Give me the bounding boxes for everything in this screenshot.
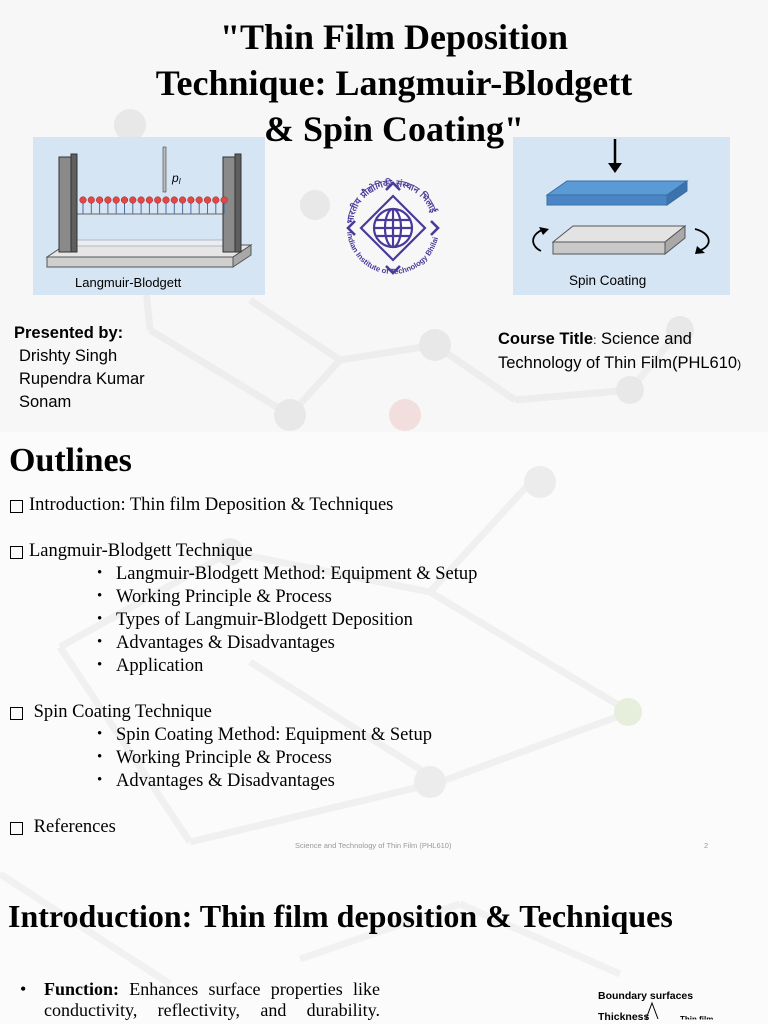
outline-subitem: Langmuir-Blodgett Method: Equipment & Se… — [97, 562, 710, 586]
function-text: Function: Enhances surface properties li… — [44, 979, 380, 1021]
molecule-head — [145, 196, 153, 204]
bullet-dot: • — [20, 979, 27, 999]
molecule-watermark — [114, 109, 694, 431]
outline-subitems: Spin Coating Method: Equipment & Setup W… — [10, 723, 710, 793]
outline-item: Langmuir-Blodgett Technique — [10, 540, 710, 563]
molecule-head — [120, 196, 129, 204]
title-line-1: "Thin Film Deposition — [219, 17, 569, 57]
function-bullet: • Function: Enhances surface properties … — [20, 979, 380, 1021]
molecule-head — [220, 196, 228, 204]
lb-figure-caption: Langmuir-Blodgett — [75, 275, 182, 290]
outline-subitem: Advantages & Disadvantages — [97, 631, 710, 655]
molecule-watermark — [0, 871, 622, 987]
outline-subitem: Working Principle & Process — [97, 746, 710, 770]
surface-pressure-label: pl — [171, 171, 181, 186]
presenter-name: Drishty Singh — [19, 347, 118, 365]
course-title-value: Science and Technology of Thin Film(PHL6… — [498, 330, 738, 372]
checkbox-bullet-icon — [10, 499, 23, 513]
molecule-head — [104, 196, 112, 204]
molecule-head — [187, 196, 195, 204]
checkbox-bullet-icon — [10, 821, 23, 835]
figure-label-thin-film: Thin film — [680, 1015, 714, 1024]
molecule-head — [137, 196, 145, 204]
molecule-head — [170, 196, 178, 204]
outline-slide: Outlines Introduction: Thin film Deposit… — [0, 432, 768, 864]
outlines-heading: Outlines — [9, 442, 132, 479]
spin-figure-caption: Spin Coating — [569, 273, 646, 288]
langmuir-blodgett-figure: pl Langmuir-Blodgett — [33, 137, 265, 295]
figure-label-boundary: Boundary surfaces — [598, 990, 694, 1002]
outline-item-label: Spin Coating Technique — [29, 702, 212, 722]
slide-title: "Thin Film Deposition Technique: Langmui… — [60, 14, 728, 152]
outline-item-label: Langmuir-Blodgett Technique — [29, 541, 253, 561]
molecule-head — [162, 196, 170, 204]
molecule-head — [154, 196, 162, 204]
checkbox-bullet-icon — [10, 545, 23, 559]
outline-item: References — [10, 816, 710, 839]
presenter-name: Rupendra Kumar — [19, 370, 145, 388]
molecule-head — [195, 196, 203, 204]
outline-subitem: Spin Coating Method: Equipment & Setup — [97, 723, 710, 747]
presenter-name: Sonam — [19, 393, 72, 411]
outline-subitems: Langmuir-Blodgett Method: Equipment & Se… — [10, 562, 710, 678]
function-label: Function: — [44, 979, 120, 999]
course-title-separator: : — [593, 333, 597, 347]
molecule-head — [87, 196, 95, 204]
slide-footer: Science and Technology of Thin Film (PHL… — [295, 841, 452, 850]
molecule-head — [96, 196, 104, 204]
course-title-close: ) — [737, 357, 742, 371]
iit-bhilai-logo: भारतीय प्रौद्योगिकी संस्थान भिलाई Indian… — [335, 168, 451, 286]
introduction-heading: Introduction: Thin film deposition & Tec… — [8, 898, 673, 934]
outline-subitem: Types of Langmuir-Blodgett Deposition — [97, 608, 710, 632]
outline-item-label: Introduction: Thin film Deposition & Tec… — [29, 495, 394, 515]
outline-subitem: Working Principle & Process — [97, 585, 710, 609]
figure-label-thickness: Thickness — [598, 1011, 650, 1023]
course-title-block: Course Title: Science and Technology of … — [498, 328, 760, 376]
molecule-head — [129, 196, 137, 204]
outline-item: Spin Coating Technique — [10, 701, 710, 724]
molecule-head — [79, 196, 87, 204]
spin-coating-figure: Spin Coating — [513, 137, 730, 295]
title-line-3: & Spin Coating" — [263, 109, 525, 149]
introduction-slide: Introduction: Thin film deposition & Tec… — [0, 864, 768, 1024]
page-number: 2 — [704, 841, 709, 850]
presented-by-heading: Presented by: — [14, 324, 124, 342]
outline-list: Introduction: Thin film Deposition & Tec… — [10, 494, 710, 839]
outline-item-label: References — [29, 817, 116, 837]
course-title-label: Course Title — [498, 330, 594, 348]
outline-subitem: Advantages & Disadvantages — [97, 769, 710, 793]
title-line-2: Technique: Langmuir-Blodgett — [155, 63, 633, 103]
function-description: Enhances surface properties like conduct… — [44, 979, 380, 1020]
outline-item: Introduction: Thin film Deposition & Tec… — [10, 494, 710, 517]
checkbox-bullet-icon — [10, 706, 23, 720]
presenters-block: Presented by: Drishty Singh Rupendra Kum… — [14, 322, 145, 414]
molecule-head — [212, 196, 220, 204]
molecule-head — [112, 196, 120, 204]
outline-subitem: Application — [97, 654, 710, 678]
molecule-head — [179, 196, 187, 204]
thin-film-figure: Boundary surfaces Thickness Thin film — [598, 990, 713, 1023]
title-slide: "Thin Film Deposition Technique: Langmui… — [0, 0, 768, 432]
molecule-head — [203, 196, 212, 204]
